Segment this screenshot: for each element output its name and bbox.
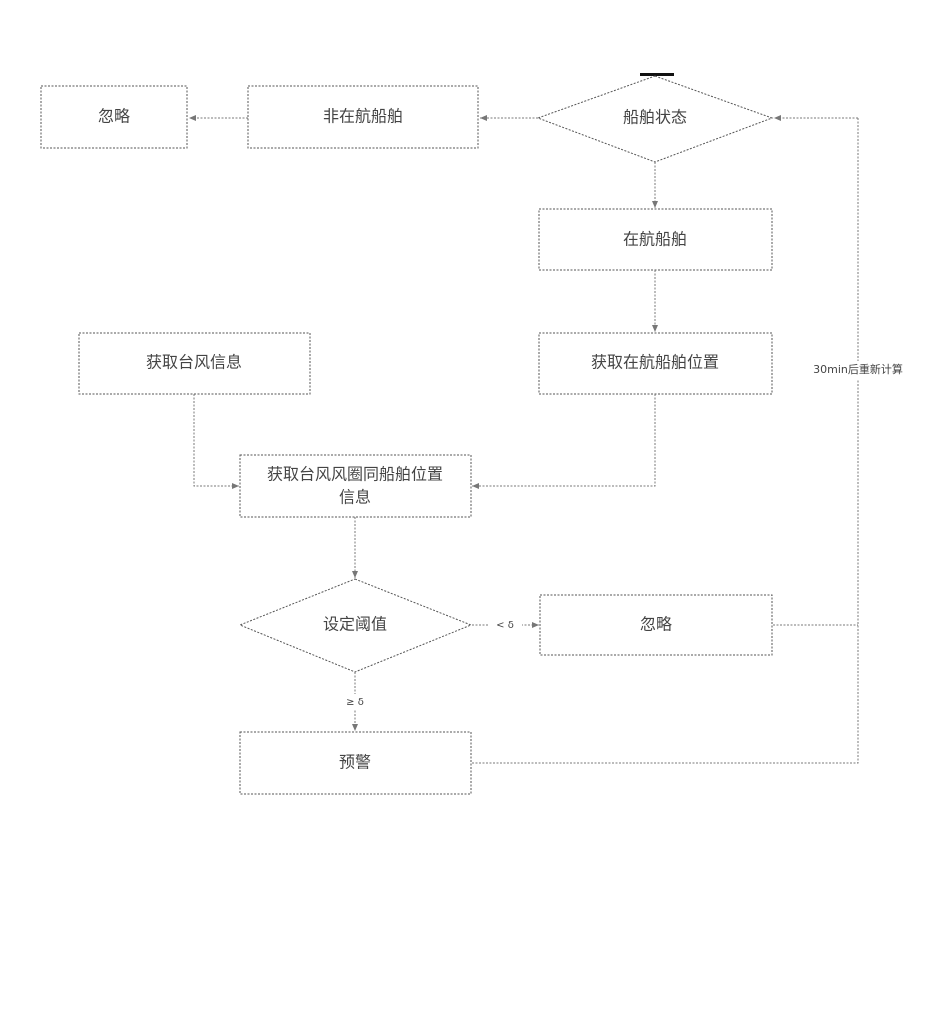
node-ignore-right: 忽略 [540,595,772,655]
node-non-sailing: 非在航船舶 [248,86,478,148]
svg-text:预警: 预警 [339,753,371,772]
node-alarm: 预警 [240,732,471,794]
node-sailing: 在航船舶 [539,209,772,270]
node-ship-status: 船舶状态 [538,76,772,162]
edge-label-loop: 30min后重新计算 [813,362,903,376]
svg-text:获取台风风圈同船舶位置: 获取台风风圈同船舶位置 [267,465,443,484]
edge-label-greater-than: ≥ δ [346,697,364,708]
svg-text:在航船舶: 在航船舶 [623,230,687,249]
svg-text:船舶状态: 船舶状态 [623,108,687,127]
svg-text:信息: 信息 [339,488,371,507]
svg-text:非在航船舶: 非在航船舶 [323,107,403,126]
svg-text:获取台风信息: 获取台风信息 [146,353,242,372]
node-get-typhoon-info: 获取台风信息 [79,333,310,394]
node-set-threshold: 设定阈值 [240,579,471,672]
node-typhoon-range-info: 获取台风风圈同船舶位置 信息 [240,455,471,517]
edge-shippos-to-range [472,394,655,486]
edge-typhoon-to-range [194,394,239,486]
svg-text:获取在航船舶位置: 获取在航船舶位置 [591,353,719,372]
top-mark [640,73,674,76]
node-ignore-top: 忽略 [41,86,187,148]
edge-label-less-than: < δ [496,620,514,631]
svg-text:设定阈值: 设定阈值 [323,615,387,634]
svg-text:忽略: 忽略 [640,615,672,634]
svg-text:忽略: 忽略 [98,107,130,126]
node-get-ship-position: 获取在航船舶位置 [539,333,772,394]
